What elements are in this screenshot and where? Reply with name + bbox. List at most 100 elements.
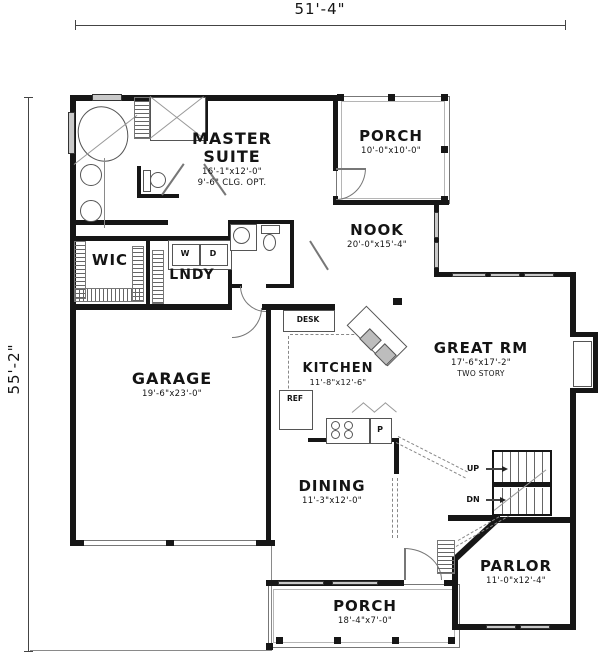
pantry-label: P [377, 425, 383, 434]
room-size: 11'-8"x12'-6" [309, 377, 367, 387]
down-arrow-line [486, 499, 500, 501]
up-arrow-line [486, 468, 502, 470]
stair-tread [510, 452, 511, 482]
washer [172, 244, 200, 266]
overall-depth-dimension: 55'-2" [5, 343, 23, 395]
two-story-dashed-line [397, 436, 468, 473]
wall [494, 517, 576, 523]
refrigerator [279, 390, 313, 430]
wall [146, 236, 150, 306]
great-room-label: GREAT RM 17'-6"x17'-2" TWO STORY [408, 340, 554, 379]
refrigerator-label: REF [286, 394, 304, 403]
room-name: GARAGE [131, 369, 213, 388]
room-size: 16'-1"x12'-0" [201, 166, 262, 177]
upper-porch-label: PORCH 10'-0"x10'-0" [336, 128, 446, 156]
two-story-dashed-line [395, 442, 466, 479]
stair-tread [534, 452, 535, 482]
toilet-bowl [263, 234, 276, 251]
sink [80, 200, 102, 222]
driveway-post [266, 643, 273, 650]
wall [70, 540, 275, 546]
pantry [370, 418, 392, 444]
desk [283, 310, 335, 332]
window [486, 625, 516, 629]
wall [394, 438, 399, 474]
wall [228, 284, 242, 288]
bifold-door-line [373, 402, 386, 413]
porch-post [441, 94, 448, 101]
fireplace-back [593, 332, 598, 393]
stairs-down-label: DN [466, 495, 480, 504]
dimension-line-left [28, 97, 29, 652]
garage-label: GARAGE 19'-6"x23'-0" [102, 370, 242, 399]
dimension-tick [24, 651, 33, 652]
wall [448, 515, 500, 521]
wall [70, 236, 232, 241]
stair-tread [510, 488, 511, 514]
dryer-label: D [209, 249, 217, 258]
window [278, 581, 324, 585]
window [92, 94, 122, 101]
toilet-partition [137, 166, 141, 198]
porch-post [388, 94, 395, 101]
vanity-edge [104, 158, 105, 228]
front-door-leaf [404, 548, 406, 580]
opening-dashed-line [397, 478, 398, 538]
room-name: LNDY [169, 267, 215, 283]
stair-tread [518, 452, 519, 482]
burner [344, 421, 353, 430]
porch-post [441, 196, 448, 203]
room-name: DINING [298, 477, 366, 495]
wall [204, 95, 208, 141]
room-size: 10'-0"x10'-0" [360, 145, 421, 156]
window [452, 273, 486, 277]
master-suite-label: MASTER SUITE 16'-1"x12'-0" 9'-6" CLG. OP… [172, 130, 292, 189]
stair-tread [526, 452, 527, 482]
wall [434, 200, 439, 277]
closet-shelving [132, 246, 144, 302]
bifold-door-line [384, 402, 397, 413]
toilet-partition [137, 194, 179, 198]
room-name: NOOK [350, 221, 404, 239]
linen-shelves [134, 97, 150, 139]
window [524, 273, 554, 277]
stair-landing-wall [492, 482, 552, 487]
room-name: KITCHEN [302, 361, 374, 376]
overall-width-dimension: 51'-4" [294, 0, 346, 18]
porch-post [392, 637, 399, 644]
wall [333, 200, 449, 205]
stair-tread [518, 488, 519, 514]
porch-post [334, 637, 341, 644]
room-note: TWO STORY [457, 369, 505, 379]
room-size: 11'-0"x12'-4" [485, 575, 546, 586]
fireplace-firebox [573, 341, 592, 387]
washer-label: W [180, 249, 190, 258]
window [434, 212, 439, 238]
room-size: 18'-4"x7'-0" [337, 615, 393, 626]
wall [262, 304, 335, 310]
wall [290, 220, 294, 288]
dimension-tick [75, 20, 76, 30]
stairs-up-label: UP [466, 464, 480, 473]
nook-label: NOOK 20'-0"x15'-4" [320, 222, 434, 250]
wall [70, 95, 76, 545]
closet-shelving [152, 250, 164, 304]
room-name: PARLOR [479, 557, 553, 575]
wic-label: WIC [80, 252, 140, 269]
porch-post [448, 637, 455, 644]
room-name: GREAT RM [433, 339, 529, 357]
wall-jamb [393, 298, 402, 305]
wall [228, 220, 294, 224]
driveway-edge [30, 650, 272, 651]
down-arrow-head [500, 497, 506, 503]
stair-tread [526, 488, 527, 514]
window [434, 242, 439, 268]
window [68, 112, 75, 154]
wall [266, 284, 294, 288]
garage-door [84, 540, 166, 546]
burner [331, 421, 340, 430]
fireplace-side [570, 332, 598, 337]
toilet-bowl [150, 172, 166, 188]
room-name: WIC [91, 251, 129, 269]
window [520, 625, 550, 629]
